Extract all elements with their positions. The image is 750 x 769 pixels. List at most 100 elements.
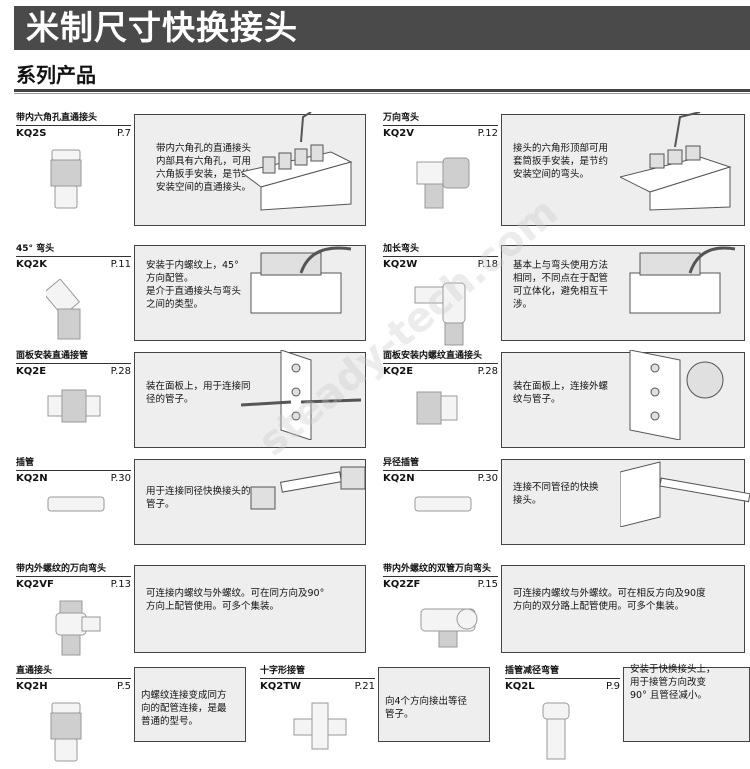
- application-scene: [620, 349, 740, 444]
- fitting-illustration: [413, 279, 469, 353]
- product-card: 面板安装内螺纹直通接头 KQ2E P.28 装在面板上，连接外螺 纹与管子。: [383, 349, 745, 460]
- page-reference[interactable]: P.11: [110, 259, 131, 270]
- page-reference[interactable]: P.28: [110, 366, 131, 377]
- product-code: KQ2W: [383, 259, 418, 270]
- product-card: 十字形接管 KQ2TW P.21 向4个方向接出等径 管子。: [260, 665, 490, 754]
- product-name: 加长弯头: [383, 244, 420, 254]
- product-name: 插管: [16, 458, 35, 468]
- page-reference[interactable]: P.13: [110, 579, 131, 590]
- description-box: [134, 459, 366, 545]
- application-scene: [618, 111, 740, 216]
- fitting-illustration: [290, 701, 350, 755]
- product-description: 基本上与弯头使用方法 相同，不同点在于配管 可立体化，避免相互干 涉。: [513, 260, 609, 310]
- product-card: 加长弯头 KQ2W P.18 基本上与弯头使用方法 相同，不同点在于配管 可立体化，…: [383, 243, 745, 353]
- divider-thin: [14, 93, 750, 94]
- application-scene: [620, 243, 740, 327]
- product-card: 异径插管 KQ2N P.30 连接不同管径的快换 接头。: [383, 457, 750, 557]
- page-title: 米制尺寸快换接头: [26, 8, 298, 47]
- page-reference[interactable]: P.15: [477, 579, 498, 590]
- product-code: KQ2E: [16, 366, 47, 377]
- fitting-illustration: [46, 701, 86, 769]
- header-line: [383, 576, 498, 577]
- product-name: 插管减径弯管: [505, 666, 560, 676]
- product-description: 内螺纹连接变成同方 向的配管连接，是最 普通的型号。: [141, 690, 227, 727]
- header-line: [16, 576, 131, 577]
- description-box: [134, 667, 246, 742]
- product-description: 向4个方向接出等径 管子。: [385, 696, 468, 720]
- product-description: 可连接内螺纹与外螺纹。可在同方向及90° 方向上配管使用。可多个集装。: [146, 588, 325, 612]
- product-code: KQ2E: [383, 366, 414, 377]
- page-reference[interactable]: P.9: [605, 681, 620, 692]
- product-description: 可连接内螺纹与外螺纹。可在相反方向及90度 方向的双分路上配管使用。可多个集装。: [513, 588, 706, 612]
- product-code: KQ2H: [16, 681, 48, 692]
- section-subtitle: 系列产品: [16, 63, 96, 87]
- header-line: [16, 256, 131, 257]
- product-card: 直通接头 KQ2H P.5 内螺纹连接变成同方 向的配管连接，是最 普通的型号。: [16, 665, 246, 762]
- product-code: KQ2N: [16, 473, 48, 484]
- page-reference[interactable]: P.30: [110, 473, 131, 484]
- application-scene: [241, 457, 381, 531]
- application-scene: [619, 457, 750, 531]
- product-card: 插管 KQ2N P.30 用于连接同径快换接头的 管子。: [16, 457, 366, 557]
- product-code: KQ2ZF: [383, 579, 421, 590]
- header-line: [16, 470, 131, 471]
- fitting-illustration: [42, 278, 96, 347]
- product-name: 直通接头: [16, 666, 53, 676]
- product-card: 面板安装直通接管 KQ2E P.28 装在面板上，用于连接同 径的管子。: [16, 349, 366, 460]
- product-description: 装在面板上，连接外螺 纹与管子。: [513, 381, 609, 405]
- product-code: KQ2L: [505, 681, 535, 692]
- header-line: [260, 678, 375, 679]
- page-reference[interactable]: P.12: [477, 128, 498, 139]
- header-line: [505, 678, 620, 679]
- divider: [14, 89, 750, 92]
- page-reference[interactable]: P.30: [477, 473, 498, 484]
- fitting-illustration: [413, 493, 473, 519]
- header-line: [383, 363, 498, 364]
- description-box: [501, 565, 745, 653]
- header-line: [383, 470, 498, 471]
- product-name: 面板安装内螺纹直通接头: [383, 351, 483, 361]
- page-reference[interactable]: P.7: [116, 128, 131, 139]
- product-name: 异径插管: [383, 458, 420, 468]
- header-line: [16, 363, 131, 364]
- product-description: 装在面板上，用于连接同 径的管子。: [146, 381, 251, 405]
- product-name: 带内外螺纹的双管万向弯头: [383, 564, 492, 574]
- product-name: 带内六角孔直通接头: [16, 113, 98, 123]
- application-scene: [239, 111, 361, 216]
- fitting-illustration: [46, 493, 106, 519]
- application-scene: [241, 243, 361, 327]
- product-name: 十字形接管: [260, 666, 306, 676]
- product-code: KQ2V: [383, 128, 414, 139]
- product-name: 带内外螺纹的万向弯头: [16, 564, 107, 574]
- fitting-illustration: [413, 599, 483, 653]
- description-box: [134, 565, 366, 653]
- product-card: 带内外螺纹的双管万向弯头 KQ2ZF P.15 可连接内螺纹与外螺纹。可在相反方向及…: [383, 563, 745, 665]
- product-card: 插管减径弯管 KQ2L P.9 安装于快换接头上， 用于接管方向改变 90° 且管径…: [505, 664, 750, 760]
- page-reference[interactable]: P.5: [116, 681, 131, 692]
- product-code: KQ2TW: [260, 681, 302, 692]
- fitting-illustration: [413, 386, 461, 434]
- page-reference[interactable]: P.18: [477, 259, 498, 270]
- header-line: [16, 125, 131, 126]
- fitting-illustration: [46, 148, 86, 216]
- product-code: KQ2N: [383, 473, 415, 484]
- product-description: 安装于快换接头上， 用于接管方向改变 90° 且管径减小。: [630, 664, 716, 701]
- header-line: [383, 256, 498, 257]
- product-description: 接头的六角形顶部可用 套筒扳手安装，是节约 安装空间的弯头。: [513, 143, 609, 180]
- product-description: 用于连接同径快换接头的 管子。: [146, 486, 251, 510]
- product-name: 45° 弯头: [16, 244, 55, 254]
- fitting-illustration: [46, 599, 102, 663]
- header-line: [16, 678, 131, 679]
- fitting-illustration: [46, 386, 102, 430]
- fitting-illustration: [413, 148, 473, 216]
- product-name: 面板安装直通接管: [16, 351, 89, 361]
- page-reference[interactable]: P.21: [354, 681, 375, 692]
- product-description: 安装于内螺纹上，45° 方向配管。 是介于直通接头与弯头 之间的类型。: [146, 260, 242, 310]
- product-description: 连接不同管径的快换 接头。: [513, 482, 599, 506]
- product-description: 带内六角孔的直通接头 内部具有六角孔，可用 六角扳手安装，是节约 安装空间的直通…: [156, 143, 252, 193]
- page-reference[interactable]: P.28: [477, 366, 498, 377]
